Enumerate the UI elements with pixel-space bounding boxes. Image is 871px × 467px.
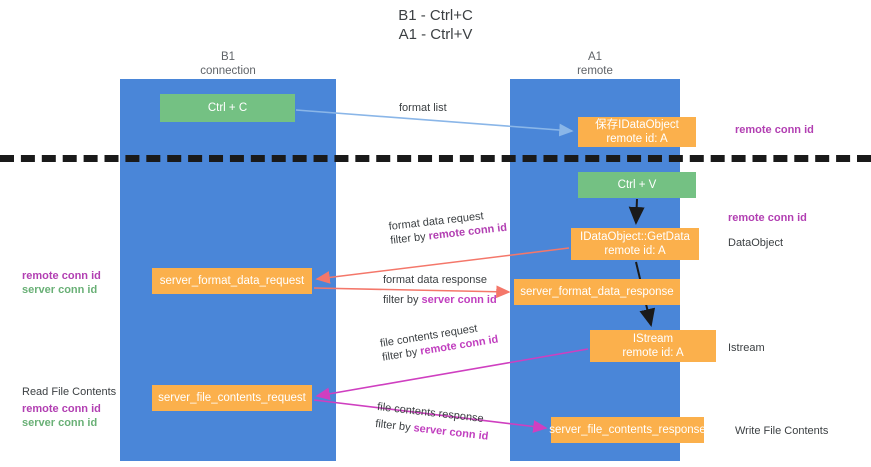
annotation-remote-conn-id-top: remote conn id <box>735 124 814 136</box>
annotation-read-file-contents: Read File Contents <box>22 386 117 398</box>
filter-by-text-1: filter by <box>389 230 430 247</box>
annotation-remote-conn-id-mid: remote conn id <box>728 212 807 224</box>
annotation-write-file-contents: Write File Contents <box>735 425 829 437</box>
lane-header-b1: B1 connection <box>120 50 336 78</box>
annotation-istream: Istream <box>728 342 765 354</box>
edge-label-format-list: format list <box>399 102 447 114</box>
edge-label-format-data-response-line2: filter by server conn id <box>383 293 497 307</box>
node-ctrl-c-label: Ctrl + C <box>207 102 248 114</box>
node-save-idataobject[interactable]: 保存IDataObject remote id: A <box>578 117 696 147</box>
node-save-idataobject-subtext: remote id: A <box>606 133 668 145</box>
node-server-file-contents-response[interactable]: server_file_contents_response <box>549 417 706 443</box>
node-istream-subtext: remote id: A <box>622 347 684 359</box>
page-title: B1 - Ctrl+C A1 - Ctrl+V <box>0 6 871 44</box>
node-ctrl-c[interactable]: Ctrl + C <box>160 94 295 122</box>
annotation-left-remote-conn-id-mid: remote conn id <box>22 270 101 282</box>
node-server-file-contents-request[interactable]: server_file_contents_request <box>152 385 312 411</box>
annotation-left-conn-ids-bottom: remote conn id server conn id <box>22 402 101 430</box>
node-idataobject-getdata-subtext: remote id: A <box>604 245 666 257</box>
annotation-left-server-conn-id-bottom: server conn id <box>22 417 98 429</box>
node-istream[interactable]: IStream remote id: A <box>590 330 716 362</box>
title-line-1: B1 - Ctrl+C <box>398 7 473 24</box>
node-save-idataobject-label: 保存IDataObject <box>595 119 679 131</box>
edge-label-file-contents-request: file contents request filter by remote c… <box>379 319 499 365</box>
annotation-dataobject: DataObject <box>728 237 784 249</box>
annotation-left-server-conn-id-mid: server conn id <box>22 284 98 296</box>
lane-header-a1: A1 remote <box>510 50 680 78</box>
node-server-format-data-request-label: server_format_data_request <box>159 275 305 287</box>
lane-a1-title: A1 <box>587 51 603 63</box>
annotation-left-conn-ids-mid: remote conn id server conn id <box>22 269 101 297</box>
phase-divider <box>0 155 871 162</box>
edge-label-format-data-response-line1: format data response <box>383 274 487 286</box>
node-server-file-contents-response-label: server_file_contents_response <box>549 424 706 436</box>
lane-a1-subtitle: remote <box>577 65 613 77</box>
node-server-file-contents-request-label: server_file_contents_request <box>158 392 306 404</box>
node-server-format-data-response[interactable]: server_format_data_response <box>514 279 680 305</box>
edge-label-format-data-response: format data response filter by server co… <box>383 273 497 307</box>
node-ctrl-v-label: Ctrl + V <box>617 179 657 191</box>
edge-label-format-data-request: format data request filter by remote con… <box>388 207 508 248</box>
filter-by-text-2: filter by <box>383 294 422 306</box>
lane-b1-subtitle: connection <box>200 65 256 77</box>
node-idataobject-getdata-label: IDataObject::GetData <box>580 231 690 243</box>
node-idataobject-getdata[interactable]: IDataObject::GetData remote id: A <box>571 228 699 260</box>
node-server-format-data-request[interactable]: server_format_data_request <box>152 268 312 294</box>
lane-b1-title: B1 <box>220 51 236 63</box>
filter-accent-server-conn-id-2: server conn id <box>421 294 497 306</box>
node-server-format-data-response-label: server_format_data_response <box>520 286 674 298</box>
node-istream-label: IStream <box>632 333 674 345</box>
node-ctrl-v[interactable]: Ctrl + V <box>578 172 696 198</box>
title-line-2: A1 - Ctrl+V <box>398 26 473 43</box>
annotation-left-remote-conn-id-bottom: remote conn id <box>22 403 101 415</box>
edge-label-file-contents-response: file contents response filter by server … <box>374 400 490 444</box>
filter-by-text-4: filter by <box>374 417 415 435</box>
